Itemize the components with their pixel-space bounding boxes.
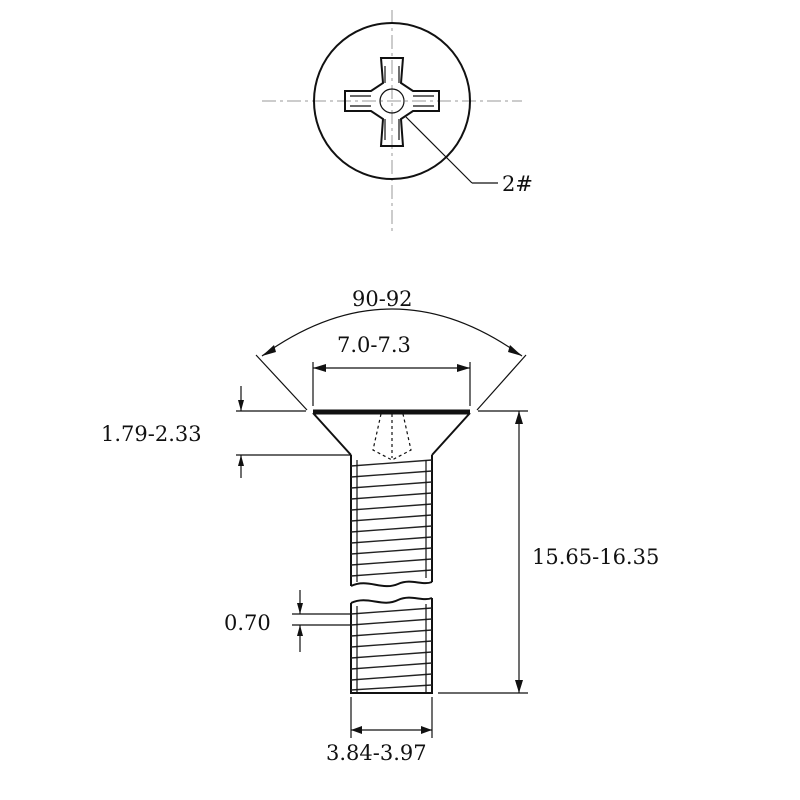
- top-view: 2#: [262, 10, 533, 232]
- shank-lower-outline: [350, 598, 433, 694]
- angle-label: 90-92: [352, 287, 413, 311]
- head-height-arrow-top: [238, 400, 244, 411]
- head-diameter-arrow-left: [313, 364, 326, 372]
- head-angle-dimension: 90-92: [255, 287, 527, 411]
- recess-inner-lines: [350, 66, 434, 140]
- head-outline-circle: [313, 22, 471, 180]
- recess-center-circle: [379, 88, 405, 114]
- head-height-label: 1.79-2.33: [101, 422, 202, 446]
- pitch-arrow-top: [297, 603, 303, 614]
- angle-extension-right: [476, 354, 527, 411]
- head-diameter-arrow-right: [457, 364, 470, 372]
- shank-diameter-dimension: 3.84-3.97: [326, 697, 433, 765]
- pitch-label: 0.70: [224, 611, 271, 635]
- recess-hidden-lines: [372, 413, 412, 461]
- side-view: [312, 409, 471, 694]
- length-label: 15.65-16.35: [532, 545, 659, 569]
- break-line-lower: [350, 596, 433, 604]
- shank-diameter-arrow-left: [351, 726, 362, 734]
- length-arrow-bottom: [515, 680, 523, 693]
- drive-size-leader: [405, 116, 473, 184]
- angle-extension-left: [255, 354, 308, 411]
- pitch-dimension: 0.70: [224, 590, 351, 652]
- length-arrow-top: [515, 411, 523, 424]
- shank-diameter-arrow-right: [421, 726, 432, 734]
- head-diameter-label: 7.0-7.3: [337, 333, 411, 357]
- pitch-arrow-bottom: [297, 625, 303, 636]
- countersunk-head-profile: [312, 412, 471, 456]
- drive-size-label: 2#: [502, 172, 533, 196]
- head-height-arrow-bottom: [238, 455, 244, 466]
- phillips-cross-recess: [344, 57, 440, 147]
- angle-arrow-right: [508, 345, 522, 356]
- angle-arc: [261, 308, 523, 357]
- shank-diameter-label: 3.84-3.97: [326, 741, 427, 765]
- length-dimension: 15.65-16.35: [438, 410, 659, 694]
- head-diameter-dimension: 7.0-7.3: [312, 333, 471, 406]
- thread-upper: [350, 459, 433, 582]
- break-line-upper: [350, 580, 433, 588]
- thread-lower: [350, 604, 433, 693]
- head-height-dimension: 1.79-2.33: [101, 386, 351, 478]
- angle-arrow-left: [262, 345, 276, 356]
